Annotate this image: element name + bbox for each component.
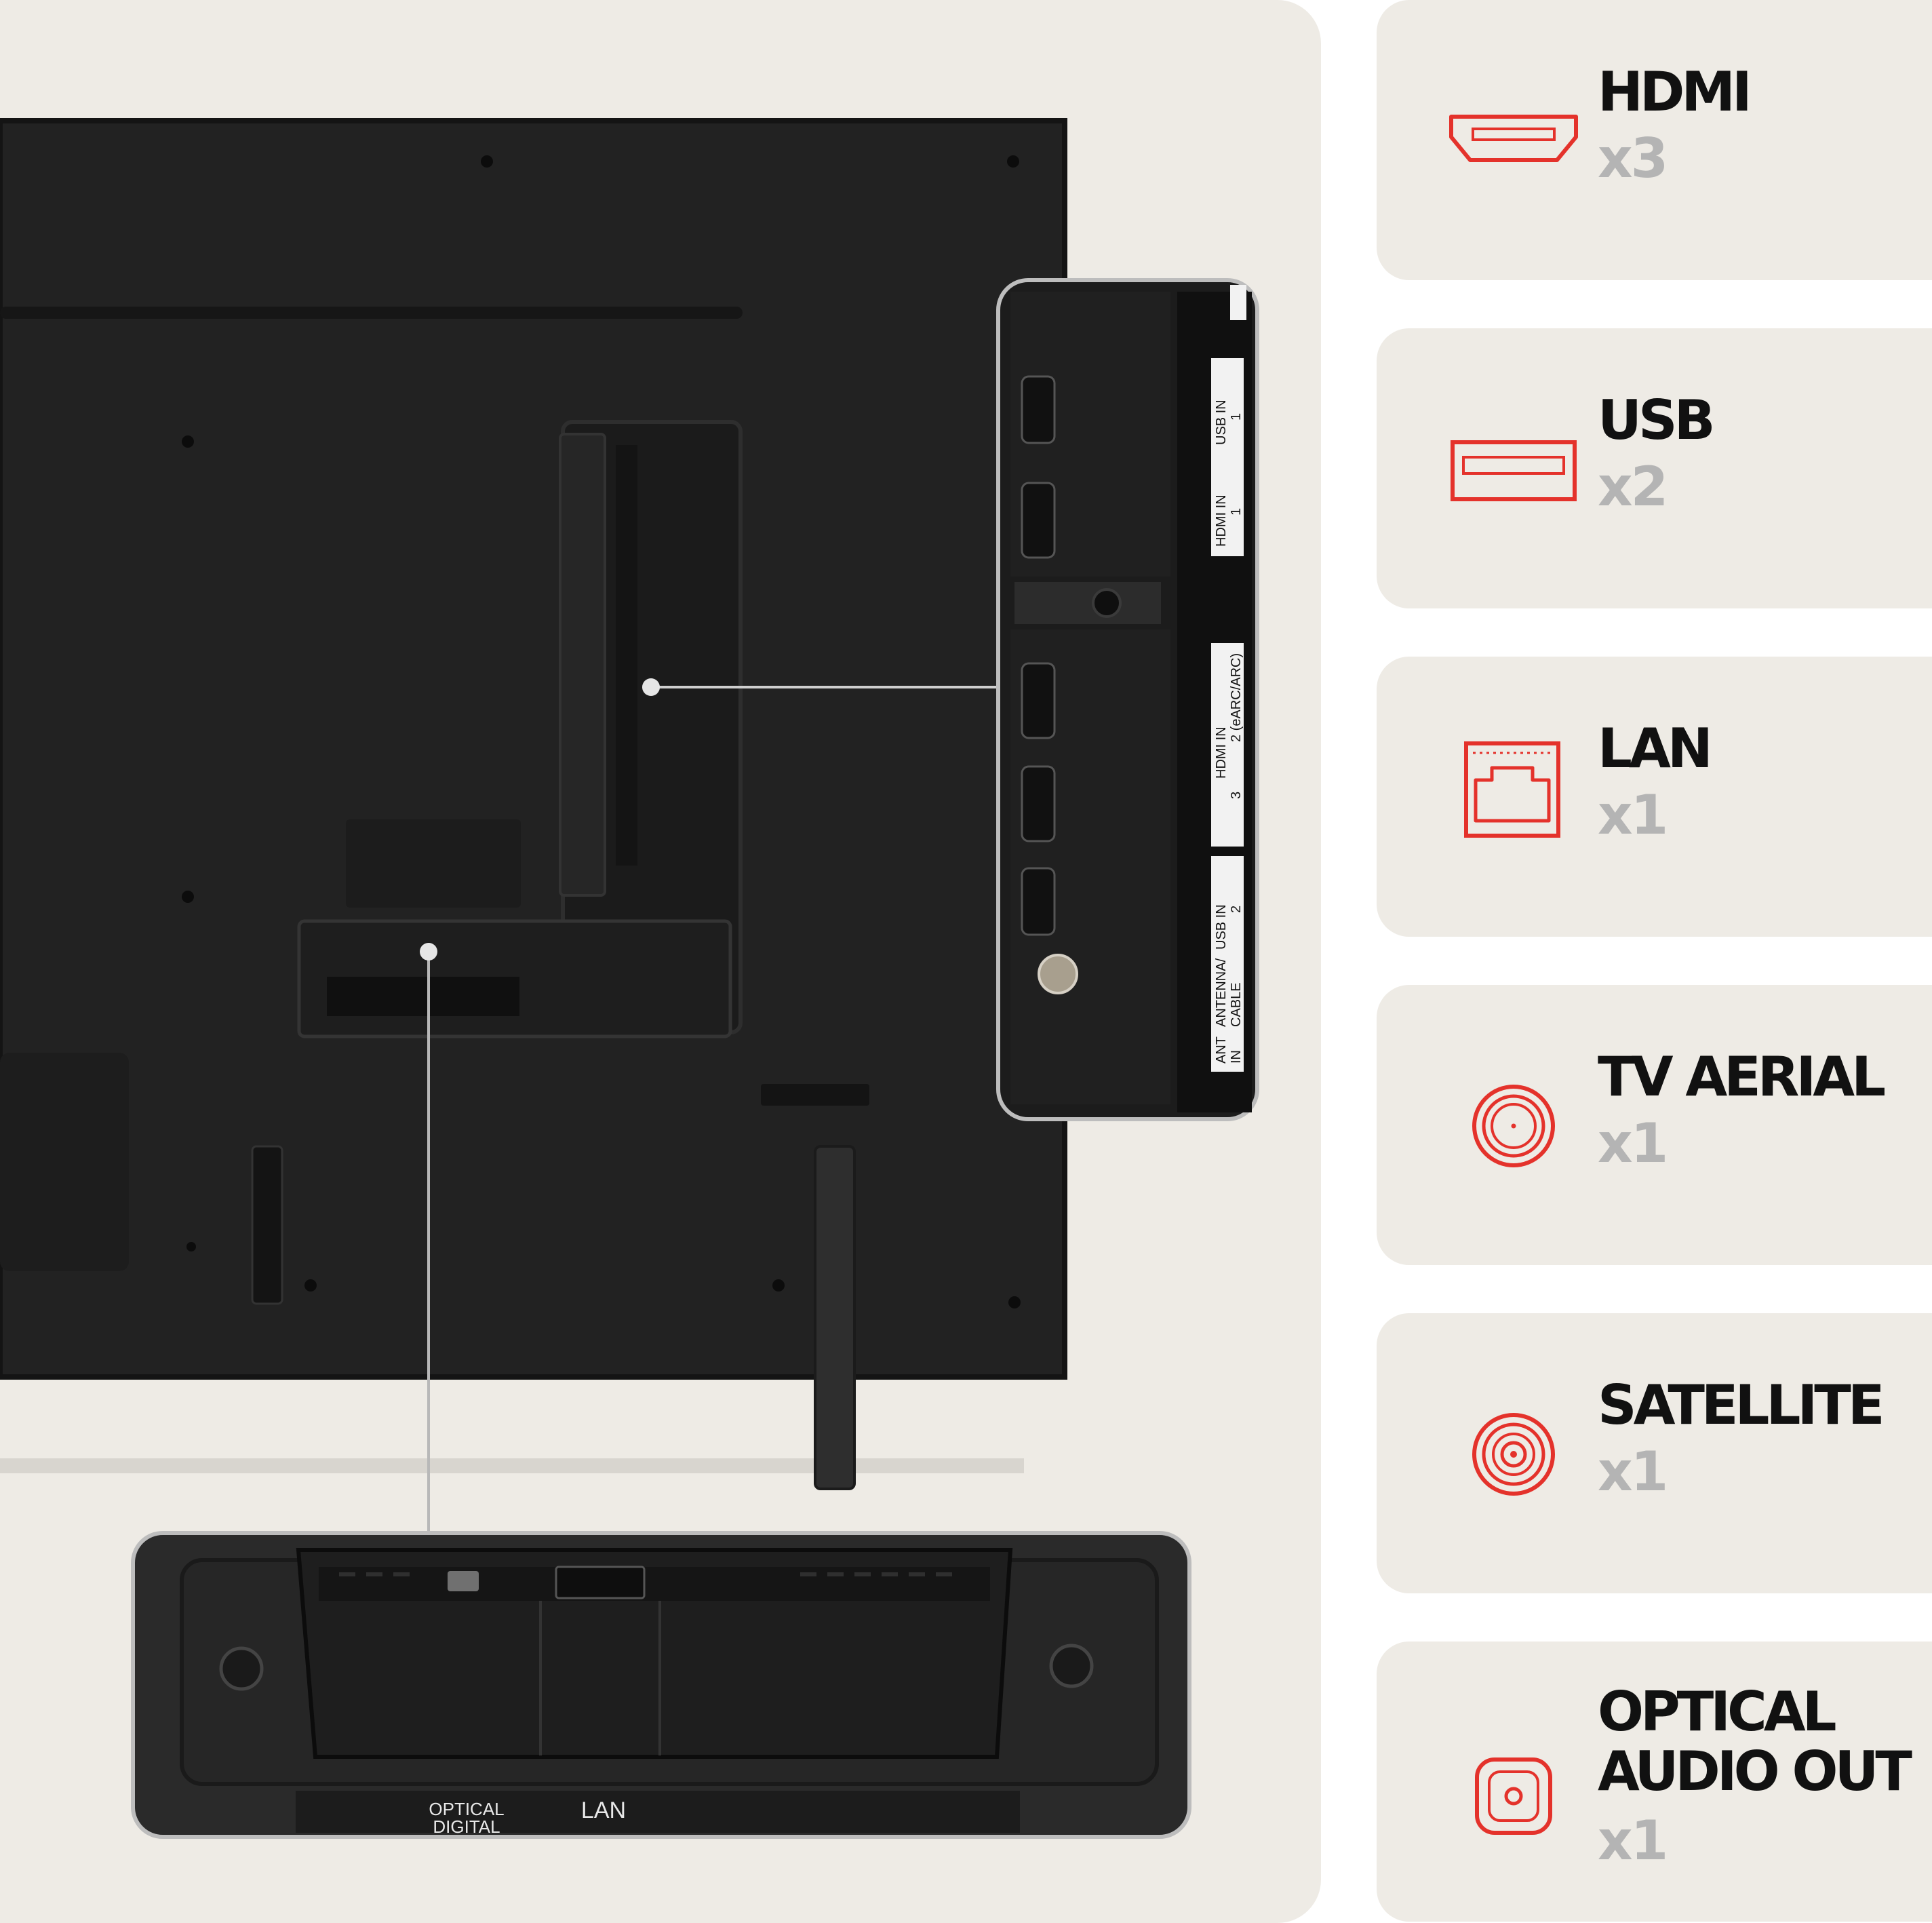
- label-usb-in-2: USB IN: [1214, 904, 1229, 950]
- label-hdmi-in-1: HDMI IN: [1214, 494, 1229, 547]
- label-hdmi-in-2: 2 (eARC/ARC): [1229, 653, 1244, 742]
- port-card-optical: OPTICAL AUDIO OUT x1: [1377, 1642, 1932, 1922]
- port-count: x1: [1598, 1809, 1668, 1872]
- label-hdmi-in-3: 3: [1229, 792, 1244, 799]
- lan-port-icon: [1464, 741, 1560, 838]
- label-hdmi-in-23: HDMI IN: [1214, 726, 1229, 779]
- label-cable: CABLE: [1229, 982, 1244, 1027]
- port-name: HDMI: [1598, 60, 1752, 123]
- aerial-port-icon: [1472, 1085, 1555, 1167]
- vent-slot: [0, 307, 743, 319]
- port-name: USB: [1598, 389, 1716, 452]
- satellite-port-icon: [1472, 1413, 1555, 1496]
- port-name: OPTICAL AUDIO OUT: [1598, 1680, 1912, 1803]
- port-name: LAN: [1598, 717, 1713, 780]
- side-ports-inset: [996, 278, 1259, 1121]
- label-usb-in-1: USB IN: [1214, 400, 1229, 445]
- port-card-tv-aerial: TV AERIAL x1: [1377, 985, 1932, 1265]
- port-count: x1: [1598, 783, 1668, 847]
- port-card-hdmi: HDMI x3: [1377, 0, 1932, 280]
- port-count: x1: [1598, 1112, 1668, 1175]
- port-name: TV AERIAL: [1598, 1045, 1886, 1108]
- usb-port-icon: [1451, 440, 1577, 501]
- label-antenna: ANTENNA/: [1214, 958, 1229, 1027]
- stand-leg: [814, 1145, 856, 1490]
- label-usb-in-2-num: 2: [1229, 906, 1244, 913]
- label-digital: DIGITAL: [433, 1817, 500, 1837]
- hdmi-port-icon: [1449, 115, 1578, 162]
- label-lan: LAN: [581, 1798, 626, 1823]
- port-count: x3: [1598, 127, 1668, 190]
- tv-rear-photo-panel: USB IN 1 HDMI IN 1 HDMI IN 2 (eARC/ARC) …: [0, 0, 1321, 1923]
- label-hdmi-in-1-num: 1: [1229, 508, 1244, 516]
- tv-back-body: [0, 121, 1065, 1377]
- label-optical: OPTICAL: [429, 1799, 504, 1819]
- port-name: SATELLITE: [1598, 1374, 1885, 1437]
- tv-rear-illustration: USB IN 1 HDMI IN 1 HDMI IN 2 (eARC/ARC) …: [0, 118, 1259, 1839]
- label-usb-in-1-num: 1: [1229, 413, 1244, 421]
- optical-port-icon: [1475, 1757, 1552, 1835]
- port-count: x2: [1598, 455, 1668, 518]
- screw-holes: [182, 155, 1021, 1308]
- port-card-lan: LAN x1: [1377, 657, 1932, 937]
- label-ant: ANT: [1214, 1036, 1229, 1064]
- bottom-ports-inset: [131, 1531, 1191, 1839]
- floor-shadow: [0, 1458, 1024, 1473]
- label-in: IN: [1229, 1050, 1244, 1064]
- port-card-usb: USB x2: [1377, 328, 1932, 608]
- port-card-satellite: SATELLITE x1: [1377, 1313, 1932, 1593]
- port-count: x1: [1598, 1440, 1668, 1503]
- side-port-labels: USB IN 1 HDMI IN 1 HDMI IN 2 (eARC/ARC) …: [1214, 400, 1244, 1064]
